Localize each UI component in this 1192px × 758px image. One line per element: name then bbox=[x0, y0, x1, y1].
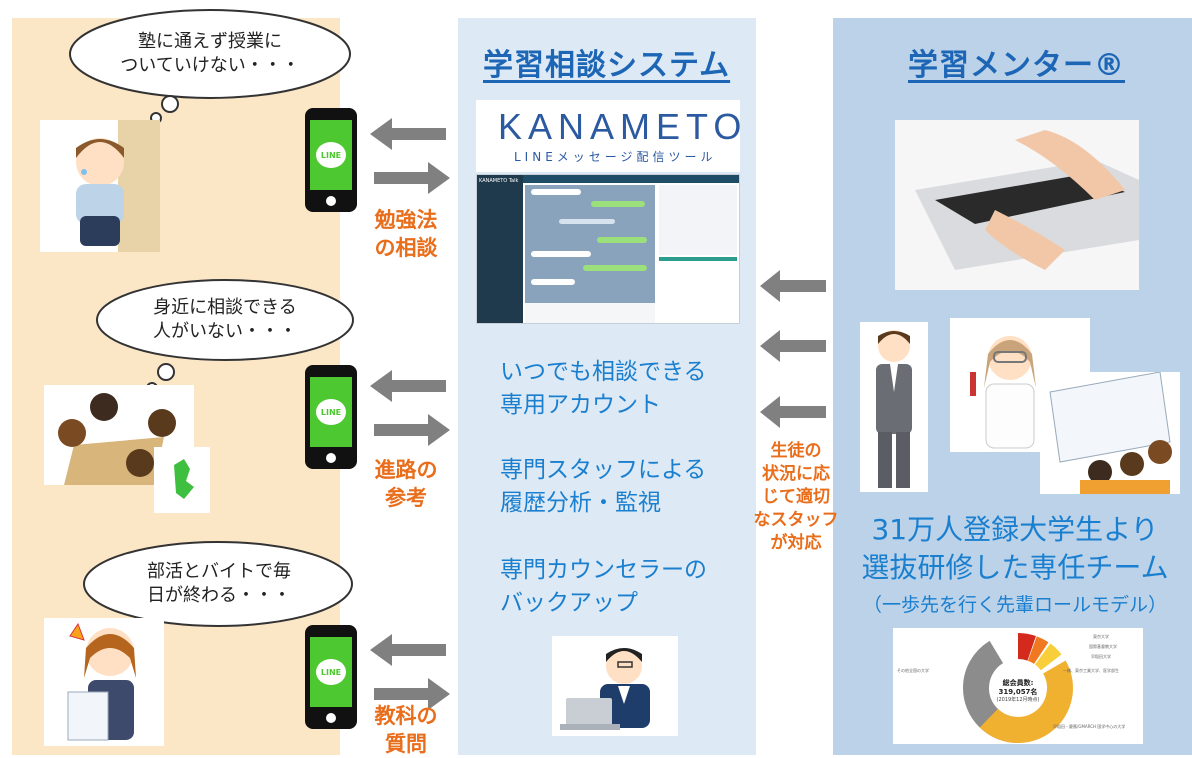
group-discussion-illustration bbox=[44, 385, 214, 515]
home-button-icon bbox=[326, 713, 336, 723]
heading-consultation-system: 学習相談システム bbox=[483, 48, 731, 83]
line-app-icon: LINE bbox=[316, 399, 346, 425]
male-student-illustration bbox=[860, 322, 928, 492]
kanameto-app-screenshot: KANAMETO Talk bbox=[476, 174, 740, 324]
thought-bubble-2: 身近に相談できる 人がいない・・・ bbox=[90, 276, 360, 396]
staff-laptop-icon bbox=[560, 648, 650, 730]
donut-center-line-1: 総会員数: bbox=[1002, 679, 1034, 687]
home-button-icon bbox=[326, 453, 336, 463]
feature-counselor-backup: 専門カウンセラーの バックアップ bbox=[500, 557, 707, 616]
legend-todai: 東京大学 bbox=[1093, 634, 1109, 639]
arrows-left-icon bbox=[760, 270, 826, 428]
team-line-3: （一歩先を行く先輩ロールモデル） bbox=[862, 594, 1167, 616]
man-suit-icon bbox=[876, 330, 912, 488]
donut-center-line-3: (2019年12月時点) bbox=[996, 697, 1040, 703]
smartphone-line-2: LINE bbox=[305, 365, 357, 469]
legend-march: 早稲田・慶應/GMARCH 国学中心の大学 bbox=[1053, 724, 1126, 729]
app-topbar bbox=[523, 175, 739, 183]
donut-chart-svg bbox=[963, 633, 1073, 743]
student-sitting-icon bbox=[76, 120, 160, 252]
team-board-icon bbox=[1049, 371, 1172, 494]
app-sidebar bbox=[477, 175, 523, 323]
line-app-icon: LINE bbox=[316, 142, 346, 168]
bubble-text-1: 塾に通えず授業に ついていけない・・・ bbox=[120, 31, 300, 76]
label-career: 進路の 参考 bbox=[374, 458, 438, 510]
smartphone-line-3: LINE bbox=[305, 625, 357, 729]
legend-icu: 国際基督教大学 bbox=[1089, 644, 1117, 649]
kanameto-logo-box: KANAMETO LINEメッセージ配信ツール bbox=[476, 100, 741, 172]
kanameto-subtitle: LINEメッセージ配信ツール bbox=[514, 150, 717, 164]
students-table-icon bbox=[44, 385, 210, 513]
kanameto-logo: KANAMETO bbox=[498, 106, 748, 147]
laptop-typing-icon bbox=[895, 120, 1139, 290]
arrow-pair-3-icon bbox=[370, 634, 450, 710]
team-line-2: 選抜研修した専任チーム bbox=[861, 551, 1169, 584]
legend-other: その他全国の大学 bbox=[897, 668, 929, 673]
legend-hitotsubashi: 一橋、東京工業大学、医学部生 bbox=[1063, 668, 1119, 673]
cloud-shape-1 bbox=[69, 9, 351, 124]
heading-mentor: 学習メンター® bbox=[908, 48, 1125, 83]
arrow-pair-1-icon bbox=[370, 118, 450, 194]
feature-history-analysis: 専門スタッフによる 履歴分析・監視 bbox=[500, 457, 707, 516]
smartphone-line-1: LINE bbox=[305, 108, 357, 212]
app-title: KANAMETO Talk bbox=[479, 178, 519, 184]
app-input-area bbox=[525, 303, 655, 323]
legend-waseda: 早稲田大学 bbox=[1091, 654, 1111, 659]
thought-bubble-1: 塾に通えず授業に ついていけない・・・ bbox=[60, 4, 360, 124]
team-meeting-illustration bbox=[1040, 371, 1180, 494]
home-button-icon bbox=[326, 196, 336, 206]
student-paper-icon bbox=[67, 622, 136, 741]
thought-bubble-3: 部活とバイトで毎 日が終わる・・・ bbox=[78, 536, 360, 652]
app-profile-panel bbox=[659, 185, 737, 255]
label-staff-assignment: 生徒の 状況に応 じて適切 なスタッフ が対応 bbox=[753, 441, 839, 553]
arrow-pair-2-icon bbox=[370, 370, 450, 446]
app-chat-area bbox=[525, 185, 655, 303]
bubble-text-2: 身近に相談できる 人がいない・・・ bbox=[153, 297, 297, 342]
line-app-icon: LINE bbox=[316, 659, 346, 685]
scientist-icon bbox=[970, 336, 1036, 449]
membership-donut-chart: 総会員数: 319,057名 (2019年12月時点) 東京大学 国際基督教大学… bbox=[893, 628, 1143, 744]
laptop-photo bbox=[895, 120, 1139, 290]
bubble-text-3: 部活とバイトで毎 日が終わる・・・ bbox=[147, 561, 291, 606]
team-line-1: 31万人登録大学生より bbox=[871, 513, 1159, 546]
label-subject-question: 教科の 質問 bbox=[374, 704, 438, 756]
student-worried-illustration bbox=[40, 120, 160, 252]
app-info-panel bbox=[659, 257, 737, 323]
label-study-method: 勉強法 の相談 bbox=[374, 208, 438, 260]
student-reading-illustration bbox=[44, 618, 164, 746]
feature-anytime-account: いつでも相談できる 専用アカウント bbox=[500, 359, 707, 418]
donut-center-line-2: 319,057名 bbox=[998, 688, 1038, 696]
counselor-illustration bbox=[552, 636, 678, 736]
